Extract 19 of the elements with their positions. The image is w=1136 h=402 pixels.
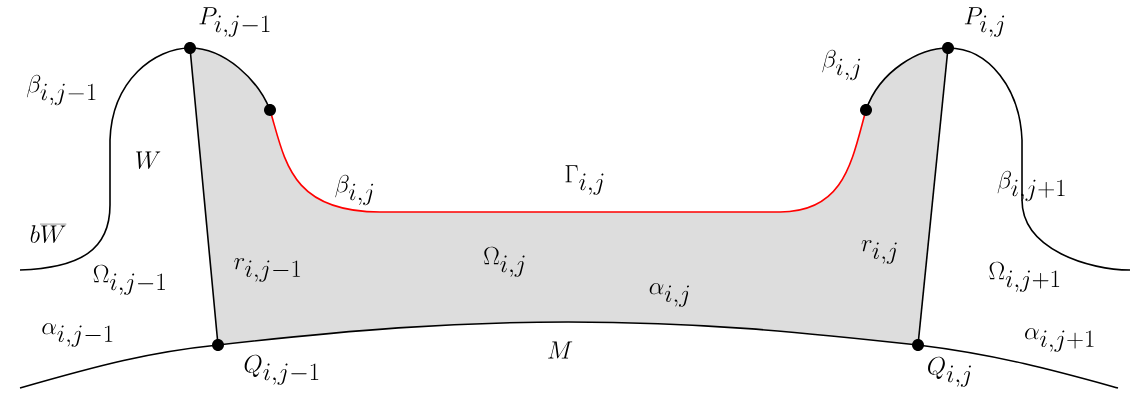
math-label: $M$ xyxy=(548,341,573,359)
math-label: $r_{i,j}$ xyxy=(861,240,897,264)
math-label: $\beta_{i,j}$ xyxy=(335,174,374,206)
math-label: $\Gamma_{i,j}$ xyxy=(565,165,604,196)
math-label: $b\overline{W}$ xyxy=(30,224,67,243)
math-label: $\alpha_{i,j+1}$ xyxy=(1025,328,1094,352)
math-label: $W$ xyxy=(136,151,161,169)
math-label: $r_{i,j-1}$ xyxy=(234,258,301,282)
math-label: $\beta_{i,j-1}$ xyxy=(26,74,96,106)
math-label: $\beta_{i,j}$ xyxy=(822,49,861,81)
math-label: $\alpha_{i,j-1}$ xyxy=(42,323,113,347)
math-label: $P_{i,j-1}$ xyxy=(199,7,270,38)
math-label: $Q_{i,j}$ xyxy=(928,356,971,388)
math-label: $Q_{i,j-1}$ xyxy=(244,354,319,386)
math-label: $\alpha_{i,j}$ xyxy=(649,283,689,307)
math-label: $\Omega_{i,j}$ xyxy=(484,246,525,278)
math-label: $\Omega_{i,j-1}$ xyxy=(93,264,165,296)
math-label: $P_{i,j}$ xyxy=(964,7,1005,38)
math-label: $\Omega_{i,j+1}$ xyxy=(989,261,1060,293)
